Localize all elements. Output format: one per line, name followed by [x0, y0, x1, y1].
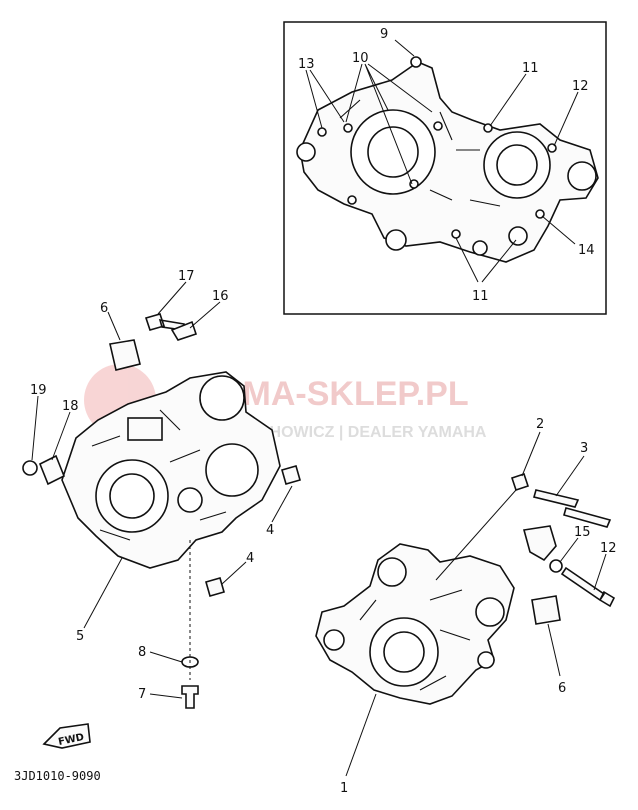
inset-boss-left	[296, 142, 316, 162]
callout-4-upper: 4	[266, 523, 274, 538]
leader-7	[149, 693, 183, 699]
inset-main-bearing-left-inner	[367, 126, 419, 178]
fwd-label: FWD	[57, 732, 85, 748]
left-case-ribs	[91, 409, 227, 541]
clip-part-16	[170, 320, 198, 341]
leader-11-top	[489, 73, 527, 127]
watermark-brand-text: AMA-SKLEP.PL	[218, 375, 469, 413]
callout-11-top: 11	[522, 61, 539, 76]
right-case-boss-front	[323, 629, 345, 651]
callout-1: 1	[340, 781, 348, 796]
watermark-dealer-text: CHOWICZ | DEALER YAMAHA	[258, 424, 487, 441]
inset-stud-a	[343, 123, 353, 133]
bolt-part-12	[560, 566, 616, 608]
bolt-part-19	[22, 460, 38, 476]
pin-part-3-b	[563, 507, 612, 528]
inset-stud-i	[347, 195, 357, 205]
callout-18: 18	[62, 399, 79, 414]
leader-3	[555, 455, 585, 497]
left-case-boss	[199, 375, 245, 421]
inset-stud-c	[409, 179, 419, 189]
callout-6-right: 6	[558, 681, 566, 696]
leader-4-lower	[221, 561, 247, 585]
inset-crankcase-detail: 9 10 13 11 12 14 11	[283, 21, 607, 315]
bracket-right	[522, 525, 557, 562]
callout-17: 17	[178, 269, 195, 284]
right-case-bearing-inner	[383, 631, 425, 673]
right-case-bore-rear	[475, 597, 505, 627]
callout-12-right: 12	[600, 541, 617, 556]
left-case-bearing-inner	[109, 473, 155, 519]
leader-19	[31, 395, 39, 461]
leader-12-inset	[553, 91, 579, 147]
leader-9	[394, 39, 415, 57]
collar-part-6-right	[531, 595, 561, 625]
inset-boss-bottom-right	[508, 226, 528, 246]
leader-5	[83, 557, 123, 629]
callout-10: 10	[352, 51, 369, 66]
inset-small-hole	[472, 240, 488, 256]
diagram-code: 3JD1010-9090	[14, 769, 101, 783]
inset-stud-b	[433, 121, 443, 131]
callout-7: 7	[138, 687, 146, 702]
callout-6-left: 6	[100, 301, 108, 316]
callout-5: 5	[76, 629, 84, 644]
callout-9: 9	[380, 27, 388, 42]
washer-part-15	[549, 559, 563, 573]
left-case-small-bore	[177, 487, 203, 513]
callout-4-lower: 4	[246, 551, 254, 566]
fwd-arrow-shape	[42, 723, 91, 749]
left-crankcase-assembly: FWD 6 17 16 19 18 4 4 5 8 7	[22, 269, 301, 749]
pin-part-3-a	[533, 489, 580, 508]
right-crankcase-assembly: 2 3 15 12 6 1	[315, 417, 617, 796]
inset-stud-g	[451, 229, 461, 239]
callout-3: 3	[580, 441, 588, 456]
leader-16	[189, 301, 221, 329]
callout-14: 14	[578, 243, 595, 258]
plug-part-7	[181, 685, 199, 709]
collar-part-6-left	[109, 339, 141, 371]
dowel-part-4-upper	[281, 465, 301, 485]
right-case-boss-low	[477, 651, 495, 669]
leader-2	[521, 431, 541, 477]
callout-11-bottom: 11	[472, 289, 489, 304]
right-case-boss-top	[377, 557, 407, 587]
callout-15: 15	[574, 525, 591, 540]
callout-2: 2	[536, 417, 544, 432]
right-case-ribs	[359, 589, 471, 691]
callout-8: 8	[138, 645, 146, 660]
callout-19: 19	[30, 383, 47, 398]
inset-frame	[283, 21, 607, 315]
leader-17	[157, 281, 187, 315]
leader-4-upper	[271, 485, 293, 523]
left-case-bracket	[127, 417, 163, 441]
dowel-part-4-lower	[205, 577, 225, 597]
leader-10	[345, 63, 433, 185]
inset-dowel-9	[410, 56, 422, 68]
leader-11-bottom	[455, 237, 517, 283]
leader-6-right	[547, 623, 561, 677]
inset-stud-h	[317, 127, 327, 137]
callout-13: 13	[298, 57, 315, 72]
leader-12-right	[593, 553, 607, 591]
callout-12-inset: 12	[572, 79, 589, 94]
callout-16: 16	[212, 289, 229, 304]
inset-crankcase-body	[299, 61, 599, 263]
leader-18	[51, 411, 71, 461]
inset-main-bearing-right-inner	[496, 144, 538, 186]
leader-15	[559, 537, 579, 563]
leader-8	[149, 651, 183, 663]
left-case-bore-right	[205, 443, 259, 497]
leader-1	[345, 693, 377, 777]
inset-boss-bottom	[385, 229, 407, 251]
leader-14	[541, 215, 576, 245]
leader-6-left	[107, 311, 121, 341]
bracket-part-18	[38, 454, 66, 486]
inset-boss-right	[567, 161, 597, 191]
leader-assembly-line	[435, 489, 517, 581]
leader-13	[305, 69, 345, 129]
screw-part-2	[510, 472, 530, 492]
fwd-arrow: FWD	[42, 723, 91, 749]
